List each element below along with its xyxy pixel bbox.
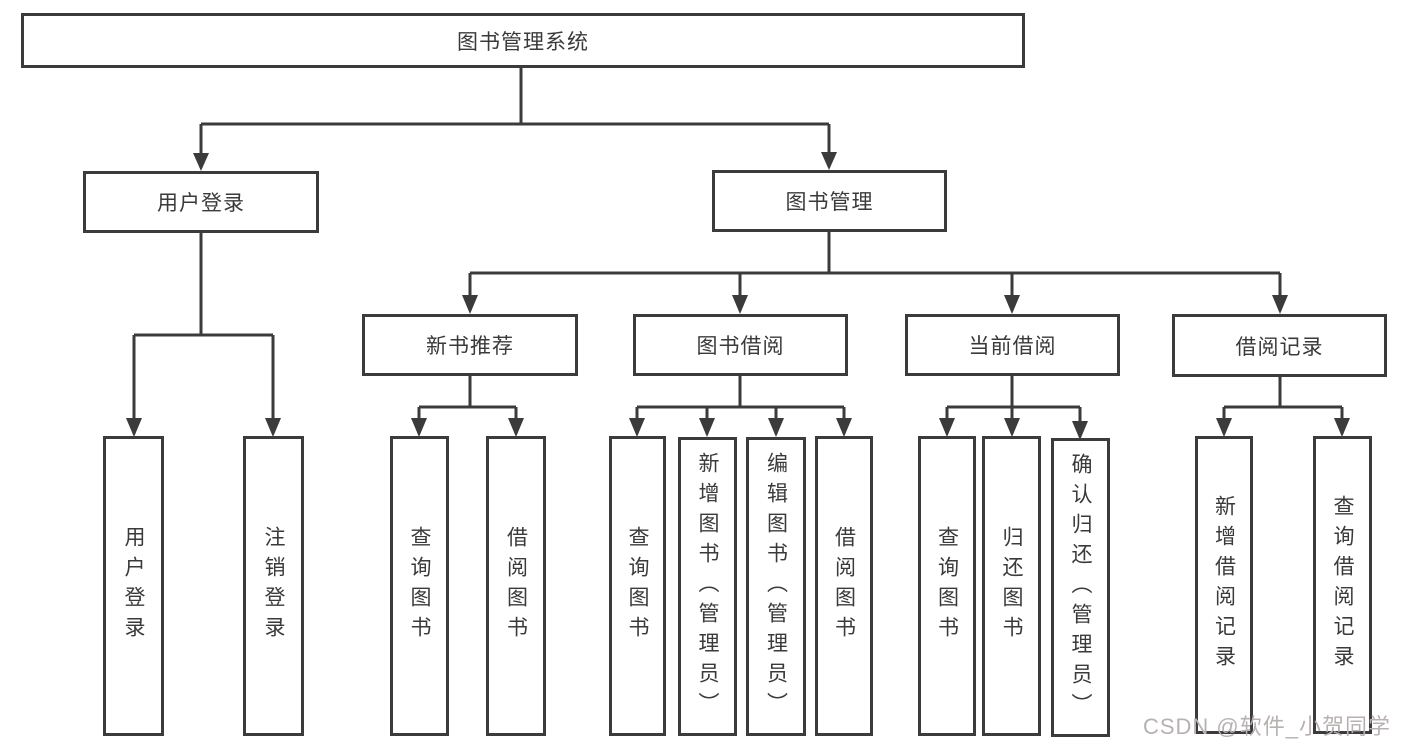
leaf-confirm-return-admin-label: 确认归还（管理员） bbox=[1069, 452, 1092, 723]
node-current-borrowing: 当前借阅 bbox=[905, 314, 1120, 376]
leaf-add-books-admin-label: 新增图书（管理员） bbox=[696, 451, 719, 722]
leaf-borrow-books-1-label: 借阅图书 bbox=[504, 526, 528, 646]
leaf-add-books-admin: 新增图书（管理员） bbox=[678, 437, 737, 736]
node-current-borrowing-label: 当前借阅 bbox=[968, 335, 1057, 358]
leaf-edit-books-admin: 编辑图书（管理员） bbox=[746, 437, 806, 736]
leaf-query-books-1-label: 查询图书 bbox=[408, 526, 431, 646]
leaf-query-books-3: 查询图书 bbox=[918, 436, 976, 736]
leaf-borrow-books-1: 借阅图书 bbox=[486, 436, 546, 736]
node-borrowing-records-label: 借阅记录 bbox=[1235, 335, 1324, 359]
leaf-query-borrow-record: 查询借阅记录 bbox=[1313, 436, 1372, 734]
leaf-user-login: 用户登录 bbox=[103, 436, 164, 736]
leaf-add-borrow-record: 新增借阅记录 bbox=[1195, 436, 1253, 734]
leaf-return-books-label: 归还图书 bbox=[1000, 526, 1023, 646]
leaf-query-borrow-record-label: 查询借阅记录 bbox=[1331, 495, 1354, 675]
node-root: 图书管理系统 bbox=[21, 13, 1025, 68]
node-book-management: 图书管理 bbox=[712, 170, 947, 232]
leaf-add-borrow-record-label: 新增借阅记录 bbox=[1212, 495, 1236, 675]
node-borrowing-records: 借阅记录 bbox=[1172, 314, 1387, 377]
node-root-label: 图书管理系统 bbox=[457, 30, 589, 54]
connector-book-management bbox=[462, 232, 1288, 314]
leaf-borrow-books-2-label: 借阅图书 bbox=[832, 526, 856, 646]
connector-user-login bbox=[126, 233, 281, 437]
connector-root bbox=[193, 68, 837, 171]
node-user-login-label: 用户登录 bbox=[157, 192, 245, 215]
csdn-watermark: CSDN @软件_小贺同学 bbox=[1142, 714, 1391, 739]
leaf-logout-label: 注销登录 bbox=[262, 526, 285, 646]
leaf-confirm-return-admin: 确认归还（管理员） bbox=[1051, 438, 1110, 737]
leaf-return-books: 归还图书 bbox=[982, 436, 1041, 736]
leaf-query-books-2-label: 查询图书 bbox=[626, 526, 649, 646]
node-user-login: 用户登录 bbox=[83, 171, 319, 233]
leaf-user-login-label: 用户登录 bbox=[122, 526, 145, 646]
leaf-query-books-1: 查询图书 bbox=[390, 436, 449, 736]
leaf-edit-books-admin-label: 编辑图书（管理员） bbox=[764, 451, 788, 722]
node-new-book-recommend: 新书推荐 bbox=[362, 314, 578, 376]
leaf-query-books-3-label: 查询图书 bbox=[935, 526, 959, 646]
node-book-management-label: 图书管理 bbox=[785, 191, 874, 214]
node-book-borrowing-label: 图书借阅 bbox=[696, 335, 785, 358]
connector-current-borrowing bbox=[939, 376, 1088, 440]
node-book-borrowing: 图书借阅 bbox=[633, 314, 848, 376]
connector-borrowing-records bbox=[1216, 377, 1350, 437]
leaf-query-books-2: 查询图书 bbox=[609, 436, 666, 736]
connector-new-book-recommend bbox=[411, 376, 524, 437]
leaf-logout: 注销登录 bbox=[243, 436, 304, 736]
leaf-borrow-books-2: 借阅图书 bbox=[815, 436, 873, 736]
node-new-book-recommend-label: 新书推荐 bbox=[426, 335, 514, 358]
connector-book-borrowing bbox=[629, 376, 852, 437]
